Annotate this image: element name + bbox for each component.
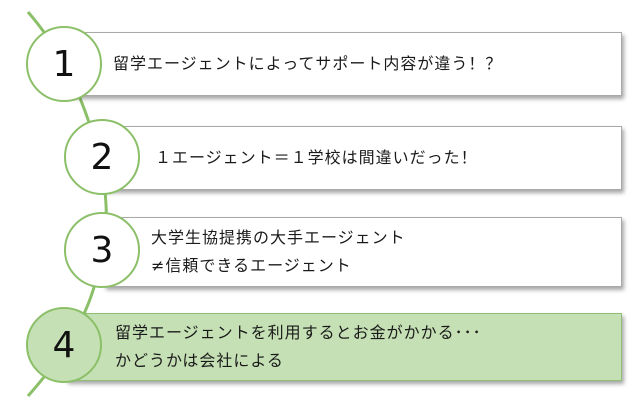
step-2-box: １エージェント＝１学校は間違いだった！: [104, 126, 622, 190]
step-1-box: 留学エージェントによってサポート内容が違う！？: [66, 32, 622, 96]
step-2-text-line-1: １エージェント＝１学校は間違いだった！: [155, 148, 478, 167]
step-4-circle: 4: [26, 307, 102, 383]
step-3-text-line-1: 大学生協提携の大手エージェント: [151, 228, 406, 247]
step-4-number: 4: [52, 324, 76, 366]
step-3-circle: 3: [64, 212, 140, 288]
step-4-text-line-2: かどうかは会社による: [115, 351, 284, 370]
step-3-text-line-2: ≠信頼できるエージェント: [151, 256, 352, 275]
step-4-text-line-1: 留学エージェントを利用するとお金がかかる･･･: [115, 323, 482, 342]
step-1-number: 1: [52, 43, 76, 85]
step-1-circle: 1: [26, 26, 102, 102]
step-2-number: 2: [90, 136, 114, 178]
step-4-box: 留学エージェントを利用するとお金がかかる･･･ かどうかは会社による: [66, 313, 622, 381]
step-2-circle: 2: [64, 119, 140, 195]
step-3-number: 3: [90, 229, 114, 271]
step-3-box: 大学生協提携の大手エージェント ≠信頼できるエージェント: [104, 217, 622, 287]
step-1-text-line-1: 留学エージェントによってサポート内容が違う！？: [113, 54, 503, 73]
